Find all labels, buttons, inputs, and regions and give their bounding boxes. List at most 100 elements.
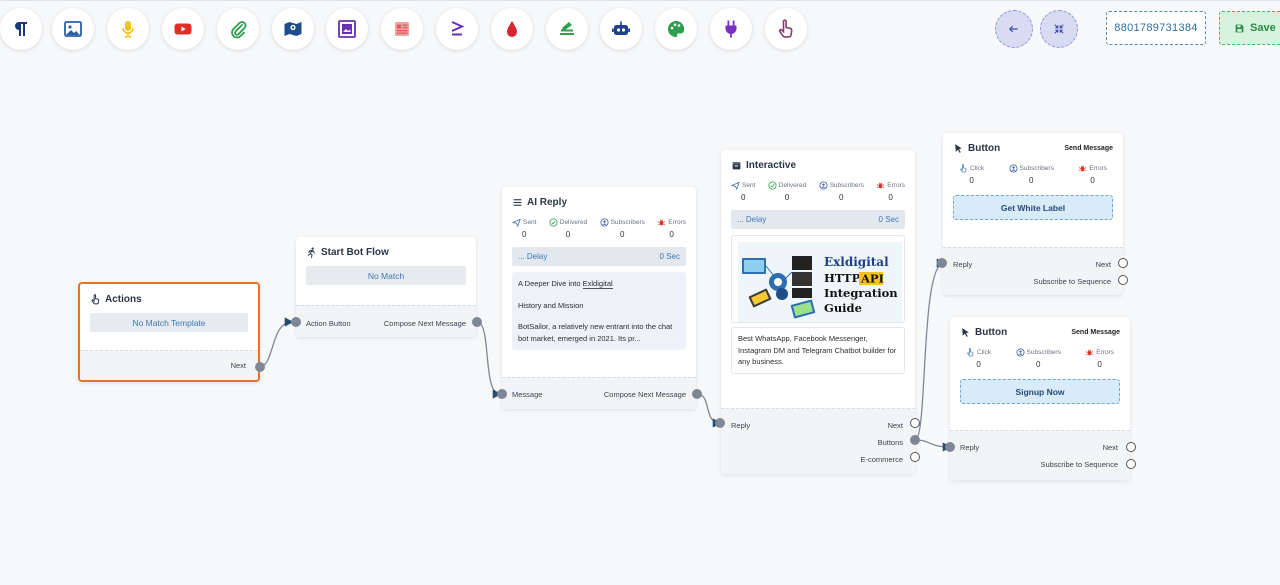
top-divider	[0, 0, 1280, 1]
port-label-next: Next	[1102, 443, 1118, 452]
webhook-tool-button[interactable]	[710, 8, 752, 50]
send-message-label: Send Message	[1071, 329, 1120, 336]
ai-tool-button[interactable]	[600, 8, 642, 50]
connector-interactive-button1	[914, 258, 946, 441]
check-circle-icon	[549, 218, 558, 227]
button1-next-port[interactable]	[1118, 258, 1128, 268]
arrow-left-icon	[1008, 25, 1018, 33]
paragraph-icon	[15, 22, 27, 36]
fit-view-button[interactable]	[1040, 10, 1078, 48]
button2-sequence-port[interactable]	[1126, 459, 1136, 469]
signup-now-button[interactable]: Signup Now	[960, 379, 1120, 404]
interactive-delay[interactable]: ... Delay 0 Sec	[731, 210, 905, 229]
actions-node[interactable]: Actions No Match Template Next	[78, 282, 260, 382]
stat-value: 0	[976, 360, 981, 369]
user-input-tool-button[interactable]	[491, 8, 533, 50]
save-button[interactable]: Save	[1219, 11, 1280, 45]
port-label-next: Next	[1095, 260, 1111, 269]
generic-template-tool-button[interactable]	[381, 8, 423, 50]
check-circle-icon	[768, 181, 777, 190]
pointer-hand-icon	[91, 294, 100, 305]
stat-label: Click	[970, 165, 985, 172]
paragraph-tool-button[interactable]	[0, 8, 42, 50]
sequence-tool-button[interactable]	[546, 8, 588, 50]
ai-reply-title-text: AI Reply	[527, 197, 568, 208]
interactive-title-text: Interactive	[746, 160, 797, 171]
start-bot-flow-node[interactable]: Start Bot Flow No Match Action Button Co…	[296, 237, 476, 337]
back-button[interactable]	[995, 10, 1033, 48]
ai-reply-out-port[interactable]	[692, 389, 702, 399]
button1-sequence-port[interactable]	[1118, 275, 1128, 285]
button-tool-button[interactable]	[765, 8, 807, 50]
interactive-node[interactable]: Interactive Sent 0 Delivered 0 Subscribe…	[721, 150, 915, 474]
carousel-tool-button[interactable]	[326, 8, 368, 50]
port-label-buttons: Buttons	[877, 438, 903, 447]
no-match-pill[interactable]: No Match	[306, 266, 466, 285]
interactive-next-port[interactable]	[910, 418, 920, 428]
stat-click: Click 0	[966, 348, 991, 369]
intro-text: A Deeper Dive into	[518, 279, 581, 288]
stat-errors: Errors 0	[1085, 348, 1114, 369]
start-bot-flow-in-port[interactable]	[291, 317, 301, 327]
box-icon	[732, 162, 741, 170]
pointer-hand-icon	[960, 164, 967, 173]
start-bot-flow-title: Start Bot Flow	[306, 247, 466, 258]
stat-label: Delivered	[778, 182, 807, 189]
file-tool-button[interactable]	[217, 8, 259, 50]
drop-icon	[507, 21, 517, 37]
stat-label: Click	[977, 349, 992, 356]
condition-tool-button[interactable]	[436, 8, 478, 50]
connector-actions-start	[258, 317, 294, 368]
bug-icon	[1079, 165, 1087, 172]
message-line-body: BotSailor, a relatively new entrant into…	[518, 322, 673, 343]
button-node-header: Button Send Message	[960, 327, 1120, 338]
audio-tool-button[interactable]	[107, 8, 149, 50]
button-node-signup-now[interactable]: Button Send Message Click 0 Subscribers …	[950, 317, 1130, 480]
stat-value: 0	[1097, 360, 1102, 369]
interactive-in-port[interactable]	[715, 418, 725, 428]
stat-label: Errors	[887, 182, 905, 189]
delay-label: ... Delay	[737, 215, 767, 224]
button1-in-port[interactable]	[937, 258, 947, 268]
video-tool-button[interactable]	[162, 8, 204, 50]
message-line-history: History and Mission	[518, 300, 584, 310]
stat-subscribers: Subscribers 0	[1009, 164, 1054, 185]
get-white-label-button[interactable]: Get White Label	[953, 195, 1113, 220]
image-badge: API	[860, 272, 884, 286]
interactive-footer: Reply Next Buttons E-commerce	[721, 408, 915, 474]
location-tool-button[interactable]	[272, 8, 314, 50]
actions-next-port[interactable]	[255, 362, 265, 372]
image-icon	[64, 21, 82, 37]
start-bot-flow-out-port[interactable]	[472, 317, 482, 327]
interactive-card-text[interactable]: Best WhatsApp, Facebook Messenger, Insta…	[731, 327, 905, 374]
image-tool-button[interactable]	[52, 8, 94, 50]
palette-icon	[668, 20, 685, 37]
cursor-icon	[955, 144, 962, 153]
stat-value: 0	[1090, 176, 1095, 185]
image-line3: Guide	[824, 301, 862, 315]
no-match-template-pill[interactable]: No Match Template	[90, 313, 248, 332]
stat-label: Errors	[1089, 165, 1107, 172]
button-node-get-white-label[interactable]: Button Send Message Click 0 Subscribers …	[943, 133, 1123, 295]
port-label-reply: Reply	[960, 443, 980, 452]
interactive-ecommerce-port[interactable]	[910, 452, 920, 462]
button2-next-port[interactable]	[1126, 442, 1136, 452]
stat-value: 0	[1028, 176, 1034, 185]
actions-node-footer: Next	[80, 350, 258, 380]
ai-reply-message[interactable]: A Deeper Dive into Exldigital History an…	[512, 272, 686, 350]
style-tool-button[interactable]	[655, 8, 697, 50]
stat-value: 0	[565, 230, 571, 239]
interactive-stats: Sent 0 Delivered 0 Subscribers 0 Errors …	[731, 181, 905, 202]
ai-reply-node[interactable]: AI Reply Sent 0 Delivered 0 Subscribers …	[502, 187, 696, 409]
ai-reply-delay[interactable]: ... Delay 0 Sec	[512, 247, 686, 266]
button-node-footer: Reply Next Subscribe to Sequence	[950, 430, 1130, 480]
stat-errors: Errors 0	[1078, 164, 1107, 185]
user-circle-icon	[1016, 348, 1025, 357]
button2-in-port[interactable]	[945, 442, 955, 452]
phone-number-button[interactable]: 8801789731384	[1106, 11, 1206, 45]
interactive-buttons-port[interactable]	[910, 435, 920, 445]
stat-value: 0	[839, 193, 844, 202]
ai-reply-in-port[interactable]	[497, 389, 507, 399]
interactive-image-card[interactable]: Exldigital HTTP API Integration Guide	[731, 235, 905, 323]
running-person-icon	[307, 247, 315, 258]
